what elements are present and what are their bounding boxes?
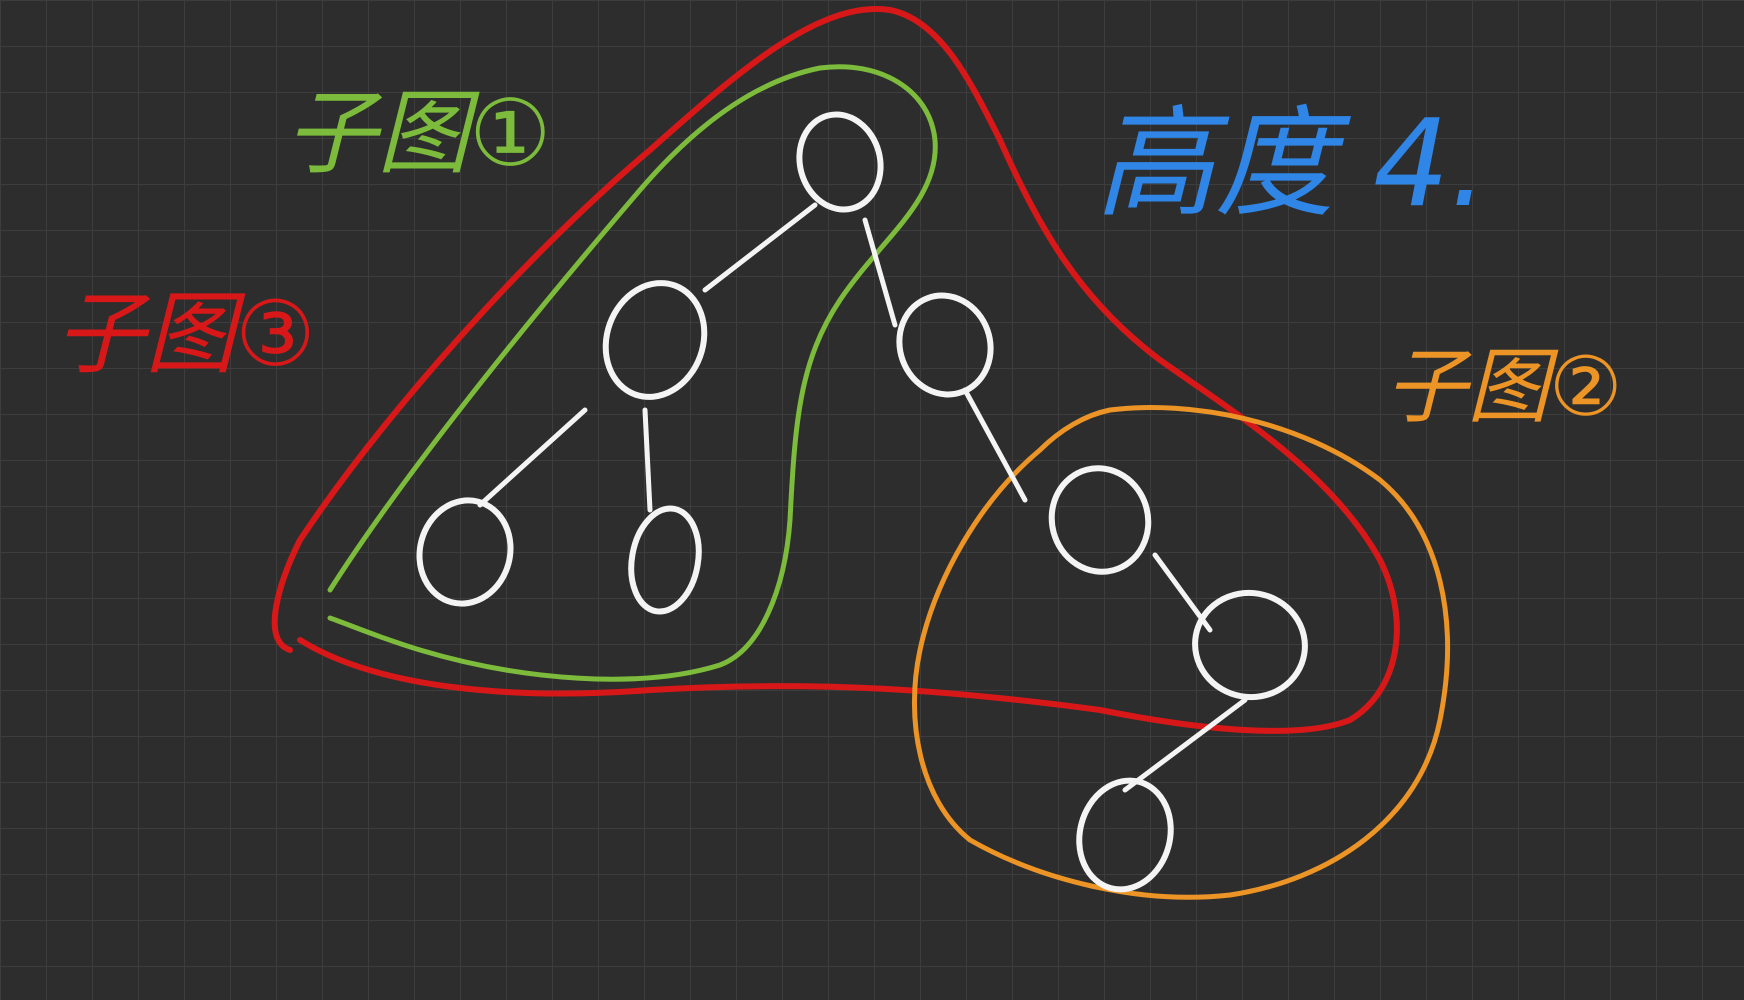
edge-root-left [702,202,818,293]
label-subgraph-3: 子图③ [55,282,316,387]
edge-left-rightchild [642,407,653,513]
subgraph-2-outline [911,405,1450,900]
tree-nodes [416,111,1308,893]
edge-left-leftchild [477,407,588,508]
node-left-left [416,497,514,607]
edge-rrr-child [1122,697,1248,793]
subgraph-3-outline [271,6,1400,734]
node-right [896,292,994,398]
node-rr-child [1192,589,1308,701]
node-left [602,280,708,400]
label-subgraph-2: 子图② [1385,340,1623,435]
edge-right-rightchild [962,387,1028,503]
label-height: 高度 4. [1095,95,1488,234]
node-root [796,111,884,213]
label-subgraph-1: 子图① [285,80,551,187]
edge-root-right [862,217,898,328]
node-right-right [1048,465,1152,575]
node-left-right [628,505,702,615]
node-rrr-child [1076,777,1174,893]
